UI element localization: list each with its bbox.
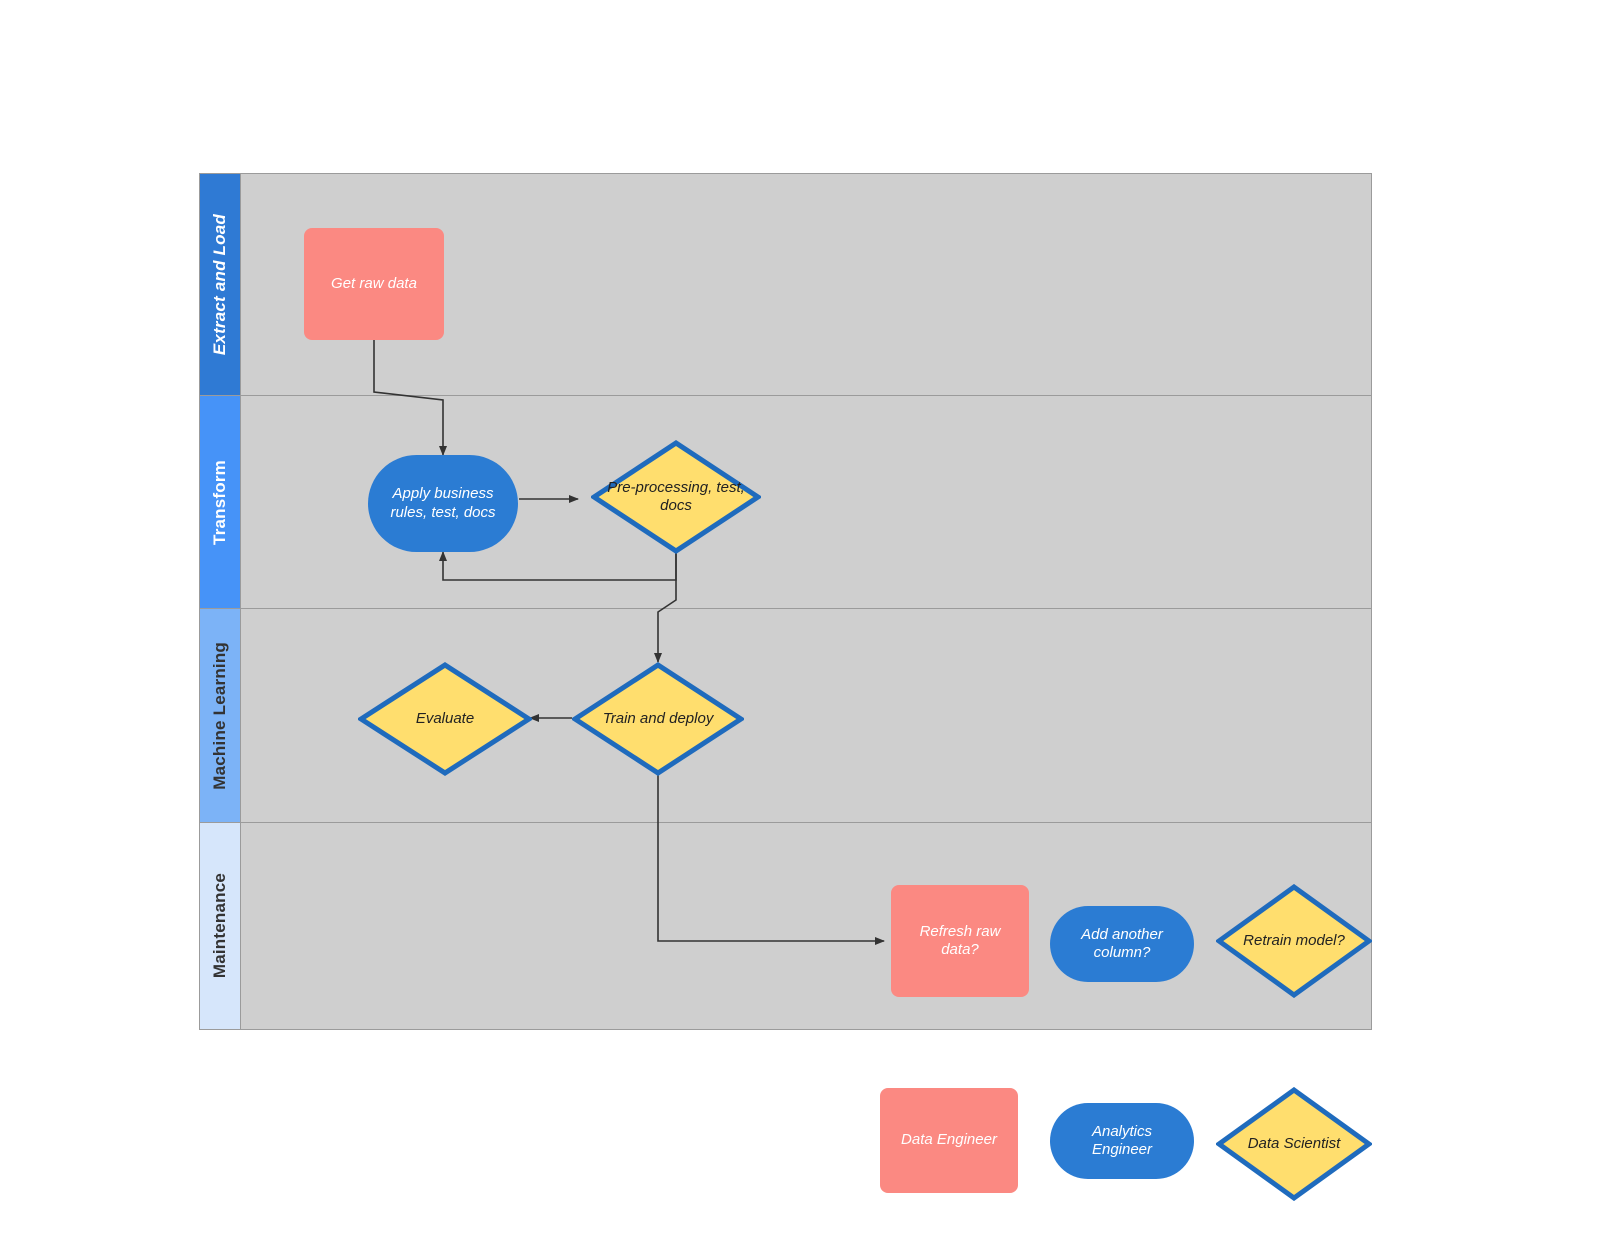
node-label-evaluate: Evaluate xyxy=(415,709,475,727)
lane-header-transform[interactable]: Transform xyxy=(200,396,241,608)
node-label-add-another-column: Add another column? xyxy=(1081,925,1163,961)
legend-item-data-engineer[interactable]: Data Engineer xyxy=(880,1088,1018,1193)
node-label-apply-business-rules: Apply business rules, test, docs xyxy=(390,485,496,521)
legend-item-data-scientist[interactable]: Data Scientist xyxy=(1216,1087,1372,1201)
node-label-get-raw-data: Get raw data xyxy=(331,274,417,292)
node-evaluate[interactable]: Evaluate xyxy=(358,662,532,776)
node-train-and-deploy[interactable]: Train and deploy xyxy=(572,662,744,776)
legend: Data Engineer Analytics Engineer Data Sc… xyxy=(880,1087,1372,1201)
diamond-shape-train-and-deploy xyxy=(572,662,744,776)
lane-label-maintenance: Maintenance xyxy=(210,873,229,979)
lane-label-extract-and-load: Extract and Load xyxy=(210,213,229,356)
node-label-train-and-deploy: Train and deploy xyxy=(602,709,714,727)
diamond-shape-data-scientist xyxy=(1216,1087,1372,1201)
node-get-raw-data[interactable]: Get raw data xyxy=(304,228,444,340)
node-pre-processing[interactable]: Pre-processing, test, docs xyxy=(591,440,761,554)
legend-label-data-engineer: Data Engineer xyxy=(901,1131,997,1149)
legend-item-analytics-engineer[interactable]: Analytics Engineer xyxy=(1050,1103,1194,1179)
diamond-shape-pre-processing xyxy=(591,440,761,554)
lane-header-extract-and-load[interactable]: Extract and Load xyxy=(200,174,241,395)
legend-label-analytics-engineer: Analytics Engineer xyxy=(1091,1122,1153,1158)
lane-transform: Transform xyxy=(200,396,1371,609)
lane-label-machine-learning: Machine Learning xyxy=(210,641,229,790)
lane-label-transform: Transform xyxy=(210,459,229,545)
lane-extract-and-load: Extract and Load xyxy=(200,174,1371,396)
legend-label-data-scientist: Data Scientist xyxy=(1247,1134,1341,1152)
node-add-another-column[interactable]: Add another column? xyxy=(1050,906,1194,982)
diamond-shape-evaluate xyxy=(358,662,532,776)
node-label-retrain-model: Retrain model? xyxy=(1243,931,1345,949)
lane-header-maintenance[interactable]: Maintenance xyxy=(200,823,241,1029)
diamond-shape-retrain-model xyxy=(1216,884,1372,998)
node-retrain-model[interactable]: Retrain model? xyxy=(1216,884,1372,998)
lane-header-machine-learning[interactable]: Machine Learning xyxy=(200,609,241,822)
node-refresh-raw-data[interactable]: Refresh raw data? xyxy=(891,885,1029,997)
lane-maintenance: Maintenance xyxy=(200,823,1371,1029)
node-label-pre-processing: Pre-processing, test, docs xyxy=(607,478,745,514)
node-label-refresh-raw-data: Refresh raw data? xyxy=(919,922,1001,958)
node-apply-business-rules[interactable]: Apply business rules, test, docs xyxy=(368,455,518,552)
lane-body-maintenance xyxy=(241,823,1371,1029)
